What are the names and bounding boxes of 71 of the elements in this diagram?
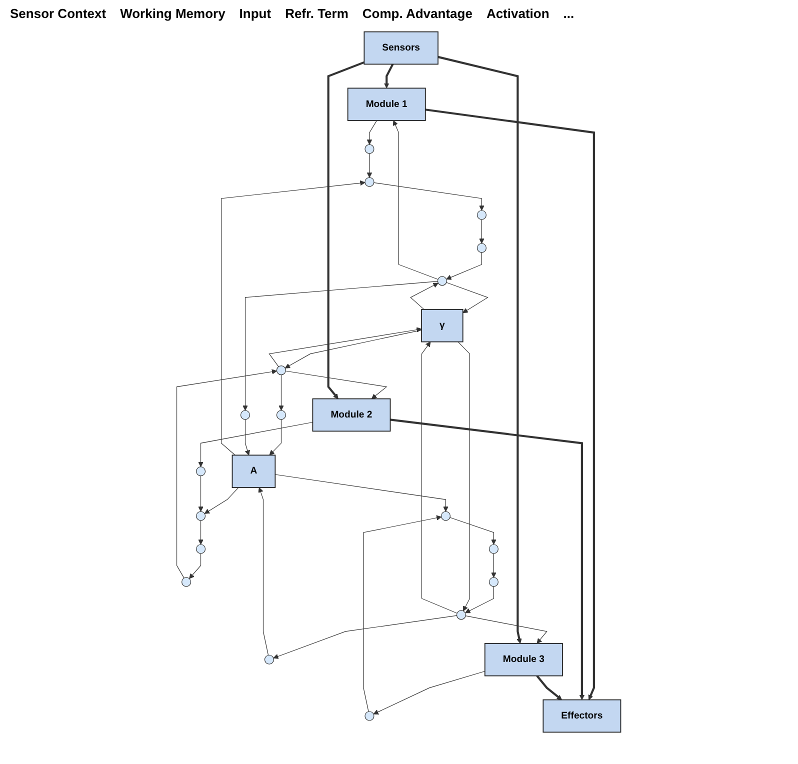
node-circle bbox=[364, 177, 374, 187]
arrow bbox=[363, 515, 442, 712]
row-label: ... bbox=[563, 6, 574, 21]
arrow bbox=[270, 419, 282, 456]
arrow bbox=[438, 56, 522, 644]
node-circle bbox=[276, 366, 286, 376]
node-circle bbox=[276, 410, 286, 420]
arrow bbox=[367, 153, 372, 178]
arrow bbox=[458, 342, 470, 612]
arrow bbox=[198, 476, 204, 512]
arrow bbox=[425, 108, 596, 700]
arrow bbox=[446, 252, 482, 280]
arrow bbox=[367, 120, 378, 145]
row-label: Working Memory bbox=[120, 6, 226, 21]
arrow bbox=[268, 327, 422, 367]
node-circle bbox=[196, 466, 206, 476]
arrow bbox=[176, 369, 278, 578]
arrow bbox=[374, 670, 486, 714]
arrow bbox=[204, 487, 240, 514]
row-label: Comp. Advantage bbox=[362, 6, 472, 21]
node-box: Module 3 bbox=[484, 643, 564, 676]
node-box: Sensors bbox=[364, 31, 439, 65]
row-label: Activation bbox=[486, 6, 550, 21]
arrow bbox=[384, 64, 394, 88]
node-circle bbox=[489, 544, 499, 554]
arrow bbox=[465, 586, 494, 614]
arrow bbox=[491, 553, 497, 578]
arrow bbox=[275, 474, 449, 512]
node-circle bbox=[196, 511, 206, 521]
arrow bbox=[273, 615, 458, 659]
node-circle bbox=[364, 144, 374, 154]
node-box: Effectors bbox=[542, 699, 622, 733]
arrow bbox=[374, 182, 485, 211]
arrow bbox=[393, 120, 439, 280]
node-box: A bbox=[232, 454, 276, 488]
node-circle bbox=[456, 610, 466, 620]
arrow bbox=[390, 418, 585, 700]
arrow bbox=[466, 616, 548, 644]
arrow bbox=[198, 520, 204, 545]
node-circle bbox=[489, 577, 499, 587]
arrow bbox=[328, 61, 365, 400]
node-circle bbox=[477, 243, 487, 253]
node-circle bbox=[438, 276, 448, 286]
node-circle bbox=[441, 511, 451, 521]
node-box: Module 2 bbox=[312, 398, 391, 432]
arrow bbox=[189, 553, 202, 579]
arrow bbox=[285, 330, 422, 368]
arrow bbox=[422, 342, 458, 614]
node-box: γ bbox=[421, 309, 464, 342]
arrow bbox=[450, 517, 497, 545]
row-label: Sensor Context bbox=[10, 6, 106, 21]
arrow bbox=[278, 374, 284, 411]
arrow bbox=[198, 422, 314, 468]
arrow bbox=[221, 180, 366, 456]
arrow bbox=[410, 282, 439, 310]
arrow bbox=[446, 282, 489, 314]
node-circle bbox=[477, 210, 487, 220]
row-label: Input bbox=[239, 6, 272, 21]
node-box: Module 1 bbox=[348, 88, 426, 121]
node-circle bbox=[240, 410, 250, 420]
arrow bbox=[286, 370, 388, 400]
arrow bbox=[479, 219, 485, 244]
node-circle bbox=[196, 544, 206, 554]
node-circle bbox=[182, 577, 192, 587]
arrow bbox=[258, 487, 269, 656]
row-label: Refr. Term bbox=[285, 6, 348, 21]
node-circle bbox=[364, 711, 374, 721]
arrow bbox=[242, 281, 438, 411]
arrow bbox=[245, 419, 250, 456]
node-circle bbox=[264, 654, 274, 664]
arrow bbox=[536, 675, 562, 700]
